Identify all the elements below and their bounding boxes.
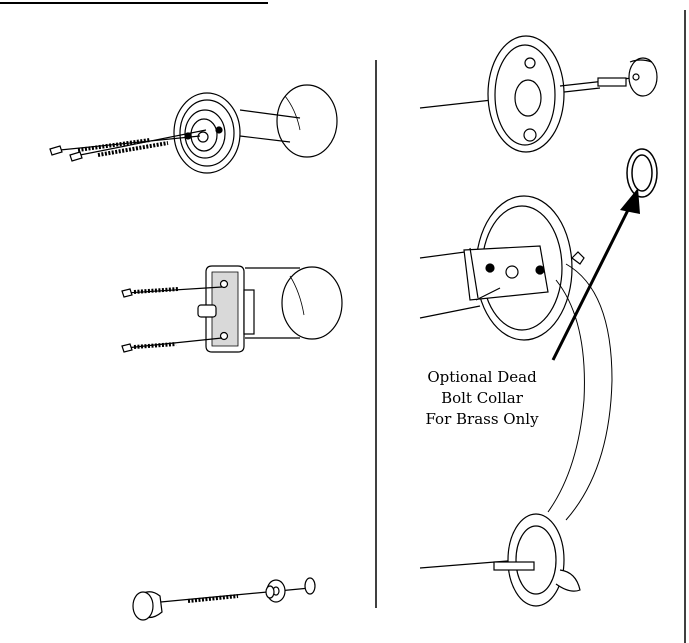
knob-exploded-view xyxy=(132,577,316,621)
dead-bolt-collar xyxy=(626,148,658,198)
arrow xyxy=(551,188,640,361)
deadbolt-exploded-view xyxy=(49,84,338,174)
handleset-assembly xyxy=(419,35,658,607)
callout-line-2: Bolt Collar xyxy=(441,389,523,407)
strike-plate-exploded-view xyxy=(121,265,343,353)
callout-line-1: Optional Dead xyxy=(427,368,537,386)
callout-line-3: For Brass Only xyxy=(425,410,539,428)
collar-callout: Optional Dead Bolt Collar For Brass Only xyxy=(412,367,552,430)
